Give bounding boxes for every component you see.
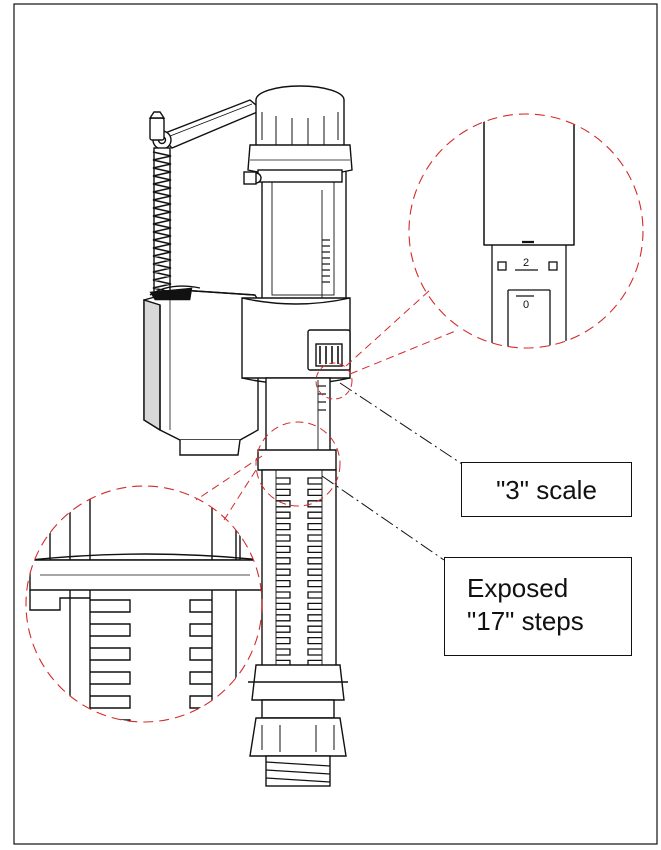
step-notch	[276, 636, 291, 645]
scale-label: "3" scale	[461, 462, 632, 517]
detail-step-notch	[189, 695, 212, 709]
step-notch	[276, 579, 291, 588]
detail-step-notch	[189, 671, 212, 685]
scale-mark-2: 2	[523, 257, 529, 269]
step-notch	[276, 614, 291, 622]
valve-head	[243, 85, 353, 185]
step-notch	[307, 545, 322, 554]
scale-detail-circle	[408, 113, 644, 349]
step-notch	[307, 534, 322, 542]
detail-step-notch	[90, 695, 131, 709]
step-notch	[307, 636, 322, 645]
detail-step-notch	[90, 719, 131, 722]
main-tube-middle	[265, 377, 331, 459]
valve-base	[248, 664, 348, 787]
fill-valve	[143, 85, 353, 787]
detail-step-notch	[90, 744, 130, 756]
steps-label-line1: Exposed	[467, 573, 569, 603]
steps-detail-circle	[25, 485, 263, 723]
step-notch	[307, 488, 322, 497]
steps-connector-line-2	[223, 469, 257, 521]
detail-step-notch	[189, 647, 212, 661]
steps-detail	[25, 485, 263, 756]
step-notch	[276, 511, 291, 519]
step-notch	[276, 500, 291, 508]
detail-step-notch	[190, 744, 212, 756]
steps-reference-circle	[255, 421, 341, 507]
detail-step-notch	[90, 671, 131, 685]
step-notch	[276, 648, 291, 656]
scale-connector-line	[345, 289, 431, 367]
float-cup	[143, 285, 259, 456]
scale-leader-line	[339, 382, 463, 465]
step-notch	[307, 648, 322, 656]
step-notch	[276, 545, 291, 554]
detail-step-notch	[90, 599, 131, 613]
step-notch	[307, 557, 322, 565]
float-arm	[148, 99, 264, 150]
detail-step-notch	[189, 599, 212, 613]
steps-label: Exposed "17" steps	[444, 557, 632, 656]
step-notch	[276, 568, 291, 576]
clamp-ring	[241, 297, 351, 385]
step-notch	[307, 614, 322, 622]
main-tube-upper	[261, 159, 347, 301]
step-notch	[276, 488, 291, 497]
step-notch	[307, 591, 322, 599]
scale-reference-circle	[315, 362, 353, 400]
scale-detail: 2 0	[408, 113, 644, 349]
step-notch	[276, 625, 291, 633]
step-notch	[307, 500, 322, 508]
stepped-tube	[257, 449, 337, 671]
step-notch	[276, 477, 291, 485]
steps-leader-line	[321, 475, 445, 561]
step-notch	[307, 477, 322, 485]
step-notch	[276, 557, 291, 565]
scale-connector-line-2	[349, 329, 459, 375]
threaded-rod	[152, 147, 172, 299]
step-notch	[307, 522, 322, 531]
scale-mark-0: 0	[523, 299, 529, 311]
detail-step-notch	[189, 719, 212, 722]
step-notch	[276, 602, 291, 611]
steps-connector-line	[195, 455, 263, 501]
step-notch	[307, 579, 322, 588]
detail-step-notch	[189, 623, 212, 637]
scale-label-text: "3" scale	[496, 475, 597, 505]
step-notch	[307, 568, 322, 576]
step-notch	[276, 522, 291, 531]
page-frame	[13, 3, 658, 845]
detail-step-notch	[90, 623, 131, 637]
step-notch	[307, 602, 322, 611]
step-notch	[276, 534, 291, 542]
step-notch	[307, 511, 322, 519]
detail-step-notch	[90, 647, 131, 661]
step-notch	[307, 625, 322, 633]
step-notch	[276, 591, 291, 599]
steps-label-line2: "17" steps	[467, 606, 584, 636]
